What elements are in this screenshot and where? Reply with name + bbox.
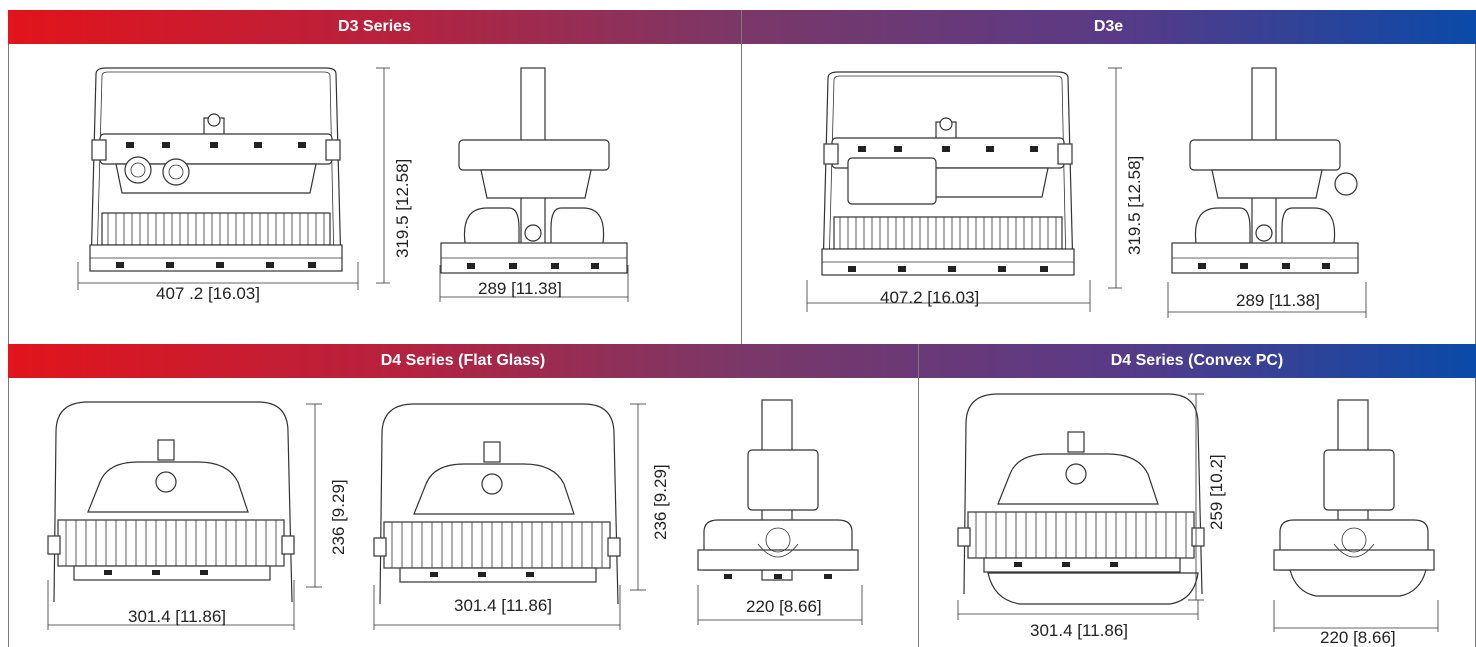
d3-dimension-lines [77, 67, 629, 302]
d4pc-front-height-label: 259 [10.2] [1207, 454, 1226, 530]
d4fg-a-width-label: 301.4 [11.86] [128, 607, 226, 626]
d3e-front-height-label: 319.5 [12.58] [1125, 156, 1144, 255]
d3e-side-gland [1334, 172, 1358, 196]
d3e-side-drawing [1171, 67, 1359, 274]
d4fg-side-drawing [697, 399, 859, 581]
d4pc-front-drawing [957, 393, 1205, 595]
d3-side-width-label: 289 [11.38] [478, 279, 562, 298]
d4fg-b-width-label: 301.4 [11.86] [454, 596, 552, 615]
d3e-dimension-lines [806, 67, 1367, 318]
d4fg-b-height-label: 236 [9.29] [651, 464, 670, 540]
header-d3e: D3e [1093, 18, 1124, 35]
d4fg-side-width-label: 220 [8.66] [746, 597, 822, 616]
d3e-side-width-label: 289 [11.38] [1236, 291, 1320, 310]
d3-front-height-label: 319.5 [12.58] [393, 159, 412, 258]
header-d3-series: D3 Series [338, 18, 411, 35]
d4fg-front-b-drawing [373, 403, 621, 605]
d4pc-front-convex-lens [987, 572, 1199, 605]
d3-front-width-label: 407 .2 [16.03] [156, 284, 260, 303]
d4pc-side-drawing [1273, 399, 1435, 581]
d4pc-front-width-label: 301.4 [11.86] [1030, 621, 1128, 640]
d4fg-dimension-lines [47, 403, 863, 630]
top-header-band: D3 Series D3e [8, 10, 1476, 44]
middle-header-band: D4 Series (Flat Glass) D4 Series (Convex… [8, 344, 1476, 378]
d4fg-a-height-label: 236 [9.29] [329, 479, 348, 555]
bottom-divider [918, 344, 919, 647]
d3-side-drawing [440, 67, 628, 274]
d4pc-side-convex-lens [1289, 569, 1427, 597]
top-divider [741, 10, 742, 344]
d4fg-front-a-drawing [47, 401, 295, 603]
header-d4-flat-glass: D4 Series (Flat Glass) [380, 352, 546, 369]
d4pc-dimension-lines [957, 393, 1439, 632]
d4pc-side-width-label: 220 [8.66] [1320, 628, 1396, 647]
d3e-front-junction-box [847, 157, 937, 205]
d3-front-drawing [89, 67, 343, 272]
header-d4-convex-pc: D4 Series (Convex PC) [1110, 352, 1284, 369]
d3e-front-width-label: 407.2 [16.03] [880, 288, 979, 307]
